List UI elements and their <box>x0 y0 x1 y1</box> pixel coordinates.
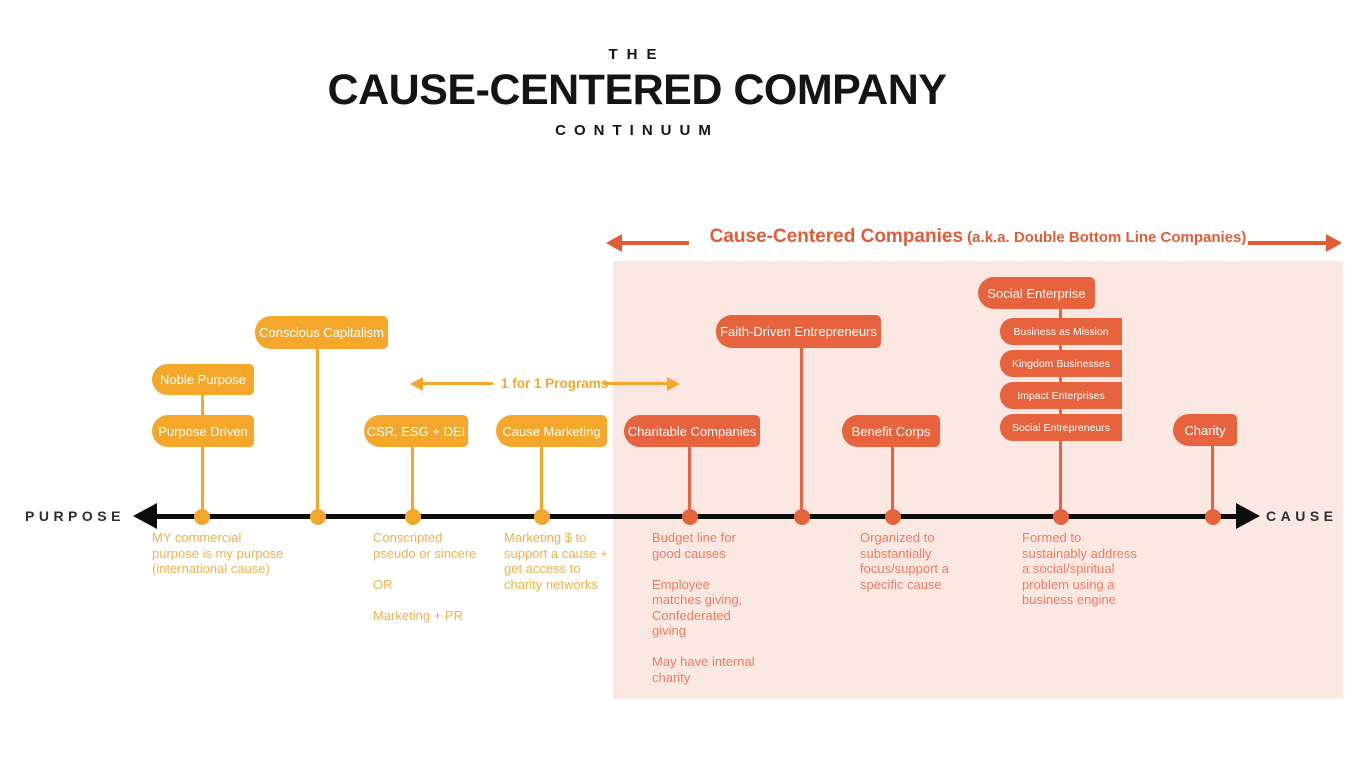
title-subtitle: CONTINUUM <box>555 122 719 140</box>
description-benefit-corps: Organized to substantially focus/support… <box>860 530 949 592</box>
banner-title-main: Cause-Centered Companies <box>709 226 964 247</box>
axis-left-arrow-icon <box>133 503 157 529</box>
description-cause-marketing: Marketing $ to support a cause + get acc… <box>504 530 608 592</box>
page-title: CAUSE-CENTERED COMPANY <box>327 66 947 114</box>
connector-csr <box>411 446 414 517</box>
banner-right-arrow-line <box>1248 241 1326 245</box>
label-cause-marketing: Cause Marketing <box>496 415 607 447</box>
label-impact-enterprises: Impact Enterprises <box>1000 382 1122 409</box>
description-social-enterprise: Formed to sustainably address a social/s… <box>1022 530 1137 607</box>
connector-charitable-companies <box>688 446 691 517</box>
connector-conscious-capitalism <box>316 348 319 517</box>
axis-dot-cause-marketing <box>534 509 550 525</box>
label-faith-driven-entrepreneurs: Faith-Driven Entrepreneurs <box>716 315 881 348</box>
connector-cause-marketing <box>540 446 543 517</box>
label-social-enterprise: Social Enterprise <box>978 277 1095 309</box>
description-charitable-companies: Budget line for good causes Employee mat… <box>652 530 755 685</box>
banner-title: Cause-Centered Companies (a.k.a. Double … <box>613 226 1343 248</box>
banner-left-arrow-icon <box>606 234 622 252</box>
label-noble-purpose: Noble Purpose <box>152 364 254 395</box>
connector-charity <box>1211 442 1214 517</box>
axis-dot-conscious-capitalism <box>310 509 326 525</box>
description-csr-esg-dei: Conscripted pseudo or sincere OR Marketi… <box>373 530 477 623</box>
axis-label-purpose: PURPOSE <box>25 508 125 524</box>
label-purpose-driven: Purpose Driven <box>152 415 254 447</box>
axis-dot-benefit-corps <box>885 509 901 525</box>
one-for-one-left-arrow-icon <box>410 377 423 391</box>
label-one-for-one-programs: 1 for 1 Programs <box>501 376 609 391</box>
title-eyebrow: THE <box>608 46 666 63</box>
connector-noble-purpose-driven <box>201 395 204 517</box>
label-charity: Charity <box>1173 414 1237 446</box>
one-for-one-right-arrow-line <box>604 382 667 385</box>
banner-right-arrow-icon <box>1326 234 1342 252</box>
axis-label-cause: CAUSE <box>1266 508 1338 524</box>
axis-dot-charitable-companies <box>682 509 698 525</box>
one-for-one-left-arrow-line <box>422 382 493 385</box>
axis-dot-csr <box>405 509 421 525</box>
axis-dot-social-enterprise <box>1053 509 1069 525</box>
axis-dot-faith-driven <box>794 509 810 525</box>
banner-title-sub: (a.k.a. Double Bottom Line Companies) <box>963 229 1247 246</box>
axis-dot-purpose-driven <box>194 509 210 525</box>
description-purpose-driven: MY commercial purpose is my purpose (int… <box>152 530 284 576</box>
connector-faith-driven <box>800 347 803 517</box>
one-for-one-right-arrow-icon <box>667 377 680 391</box>
label-social-entrepreneurs: Social Entrepreneurs <box>1000 414 1122 441</box>
connector-social-enterprise <box>1059 308 1062 517</box>
label-business-as-mission: Business as Mission <box>1000 318 1122 345</box>
axis-right-arrow-icon <box>1236 503 1260 529</box>
label-conscious-capitalism: Conscious Capitalism <box>255 316 388 349</box>
banner-left-arrow-line <box>619 241 689 245</box>
label-charitable-companies: Charitable Companies <box>624 415 760 447</box>
label-csr-esg-dei: CSR, ESG + DEI <box>364 415 468 447</box>
axis-dot-charity <box>1205 509 1221 525</box>
title-block: THE CAUSE-CENTERED COMPANY CONTINUUM <box>137 46 1137 139</box>
label-kingdom-businesses: Kingdom Businesses <box>1000 350 1122 377</box>
connector-benefit-corps <box>891 446 894 517</box>
label-benefit-corps: Benefit Corps <box>842 415 940 447</box>
